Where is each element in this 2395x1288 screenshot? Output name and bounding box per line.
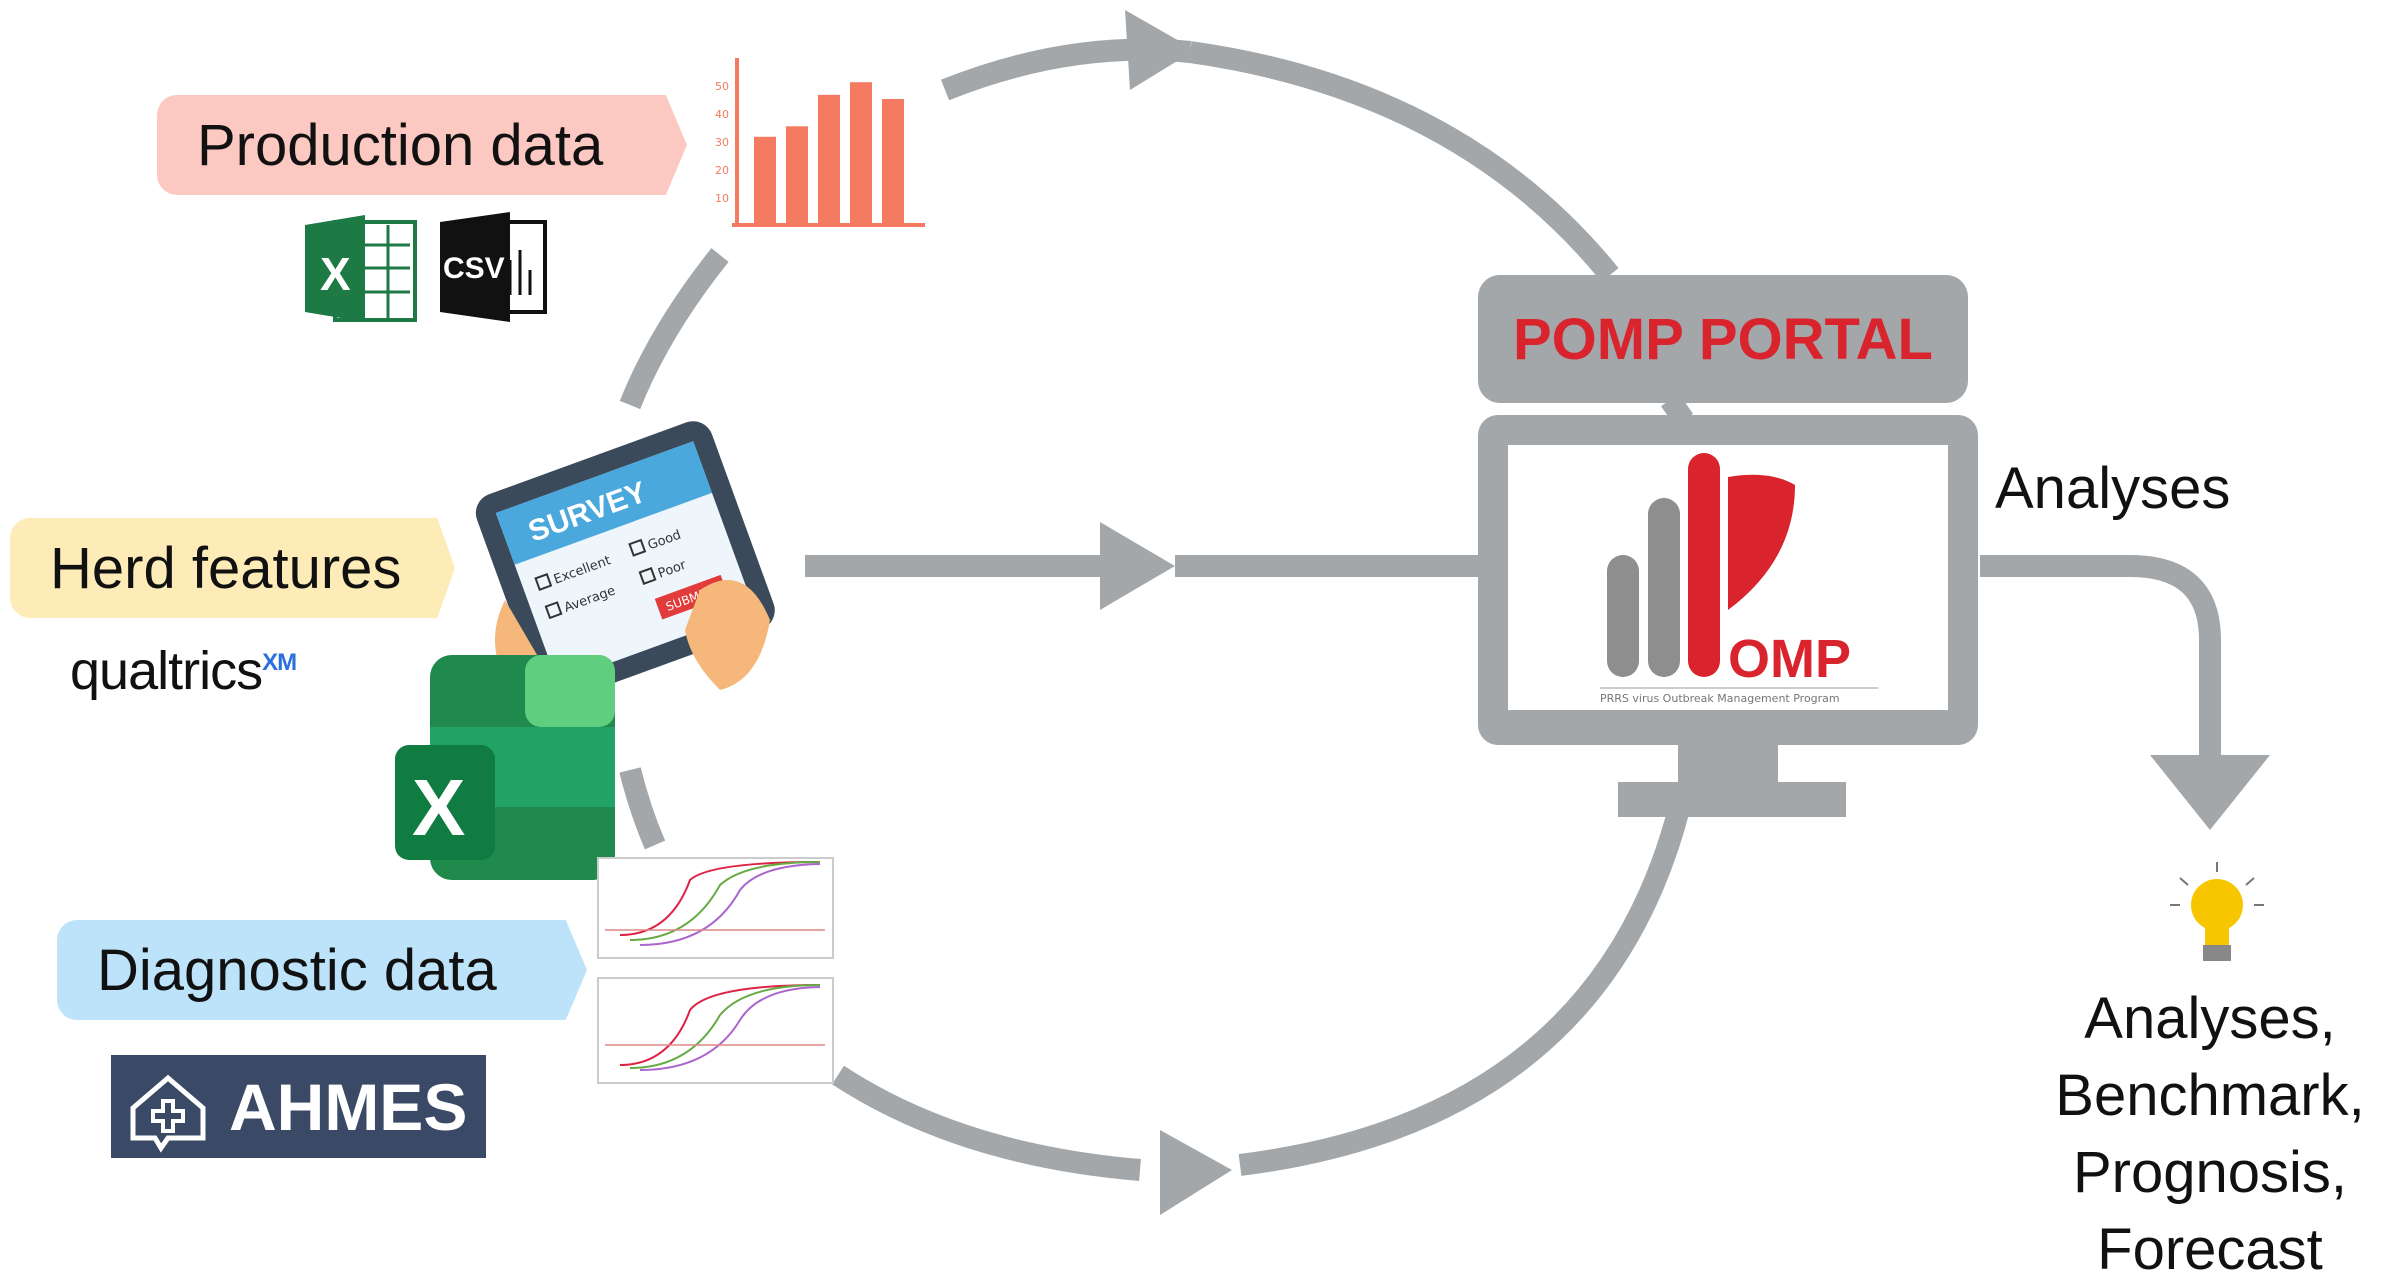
diagnostic-data-label: Diagnostic data <box>97 937 497 1003</box>
arrowhead-output <box>2150 755 2270 830</box>
ahmes-house-icon <box>130 1074 206 1153</box>
qualtrics-text: qualtrics <box>70 641 263 701</box>
pomp-tagline: PRRS virus Outbreak Management Program <box>1600 692 1840 705</box>
chart-bar <box>754 136 776 225</box>
result-line-1: Analyses, <box>2084 986 2336 1051</box>
arc-bottom-left <box>831 1065 1141 1181</box>
herd-features-tag: Herd features <box>10 518 455 618</box>
chart-bar <box>850 82 872 225</box>
qualtrics-logo: qualtricsXM <box>70 640 297 702</box>
result-line-3: Prognosis, <box>2072 1140 2348 1205</box>
arc-top-right <box>1188 41 1619 282</box>
arrowhead-top <box>1125 10 1195 90</box>
pomp-portal-title: POMP PORTAL <box>1478 275 1968 403</box>
output-arrow-shaft <box>1980 555 2221 770</box>
ahmes-logo: AHMES <box>111 1055 486 1158</box>
chart-tick-label: 40 <box>715 108 729 121</box>
qpcr-graphs <box>597 857 834 1084</box>
analyses-arrow-label: Analyses <box>1995 456 2231 521</box>
chart-bar <box>786 126 808 225</box>
qualtrics-xm: XM <box>262 649 297 676</box>
production-chart-icon: 50 40 30 20 10 <box>715 58 925 227</box>
csv-icon: CSV <box>440 212 547 322</box>
ahmes-text: AHMES <box>229 1069 468 1144</box>
excel-logo-large: X <box>395 655 615 880</box>
hand-right <box>685 580 770 690</box>
result-line-4: Forecast <box>2097 1217 2323 1282</box>
excel-icon: X <box>305 215 417 322</box>
pomp-logo-text: OMP <box>1728 629 1851 689</box>
arc-top-left <box>619 248 729 410</box>
arrowhead-center <box>1100 522 1175 610</box>
survey-tablet-image: SURVEY Excellent Good Average Poor SUBMI… <box>475 421 775 703</box>
chart-tick-label: 30 <box>715 136 729 149</box>
arrowheads <box>1100 10 2270 1215</box>
pomp-logo: OMP PRRS virus Outbreak Management Progr… <box>1600 453 1878 705</box>
arc-bottom-right <box>1238 802 1691 1176</box>
chart-bar <box>882 99 904 225</box>
chart-tick-label: 10 <box>715 192 729 205</box>
qpcr-graph-top <box>597 857 834 959</box>
excel-letter-large: X <box>412 763 465 852</box>
herd-features-label: Herd features <box>50 535 402 601</box>
excel-letter-top: X <box>320 248 351 300</box>
chart-tick-label: 20 <box>715 164 729 177</box>
csv-text: CSV <box>443 252 505 285</box>
monitor <box>1478 415 1978 817</box>
lightbulb-icon <box>2170 862 2264 961</box>
production-data-tag: Production data <box>157 95 687 195</box>
monitor-stand <box>1618 782 1846 817</box>
arc-left-mid <box>619 767 666 850</box>
diagnostic-data-tag: Diagnostic data <box>57 920 587 1020</box>
chart-tick-label: 50 <box>715 80 729 93</box>
monitor-neck <box>1678 745 1778 785</box>
arrowhead-bottom <box>1160 1130 1232 1215</box>
chart-bar <box>818 94 840 225</box>
output-results: Analyses, Benchmark, Prognosis, Forecast <box>2020 980 2395 1288</box>
result-line-2: Benchmark, <box>2055 1063 2365 1128</box>
production-data-label: Production data <box>197 112 604 178</box>
cycle-arrows <box>619 38 2221 1181</box>
